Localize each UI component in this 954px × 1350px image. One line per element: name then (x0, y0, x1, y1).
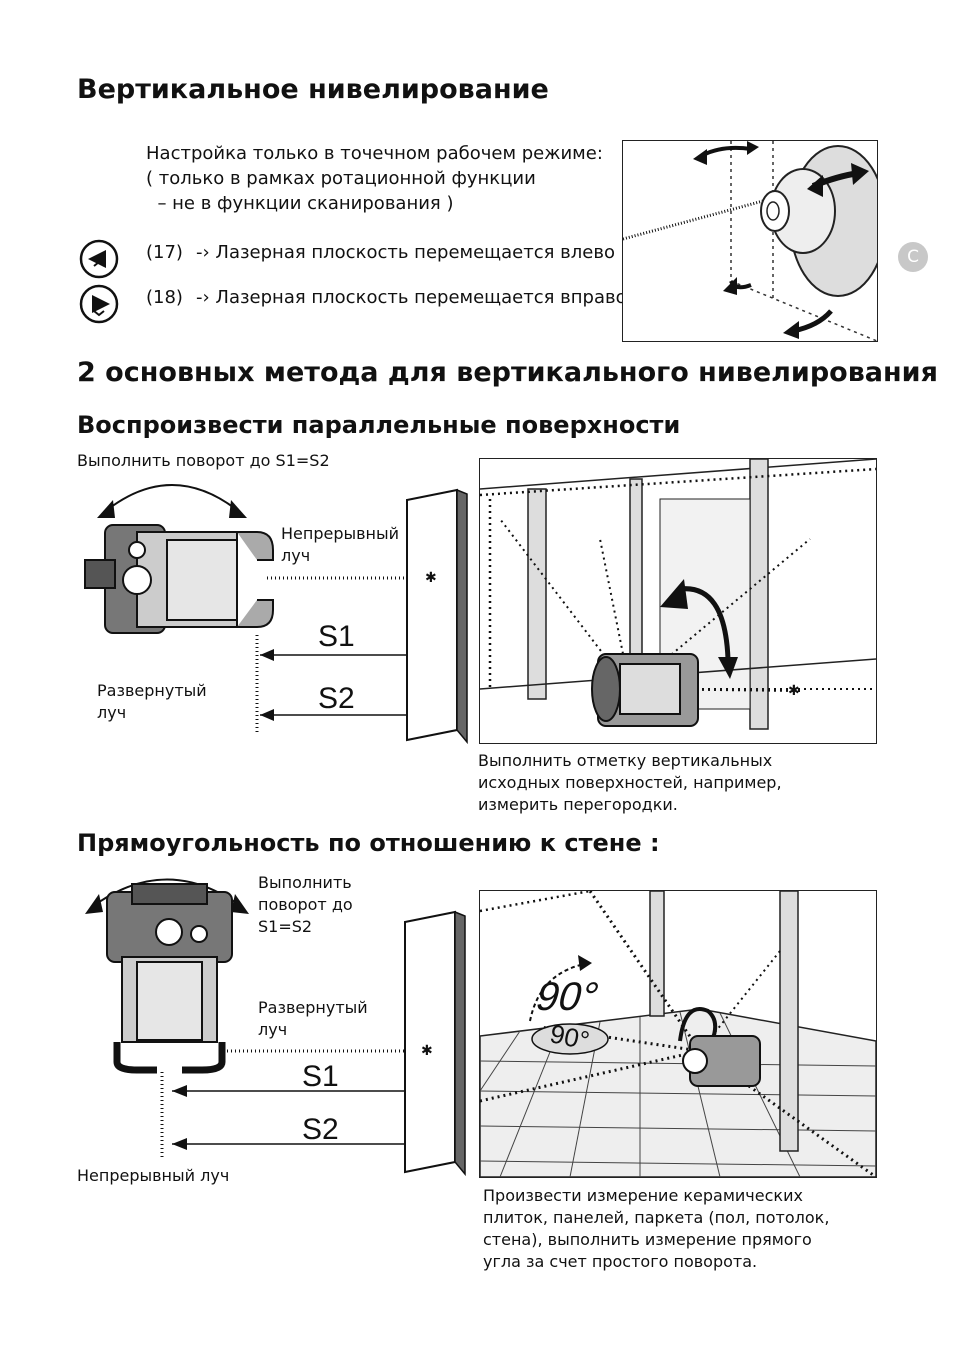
caption4-line-2: плиток, панелей, паркета (пол, потолок, (483, 1208, 830, 1227)
s1-label-4: S1 (302, 1060, 339, 1093)
s2-label-4: S2 (302, 1113, 339, 1146)
chapter-tab: C (898, 242, 928, 272)
intro-line-2: ( только в рамках ротационной функции (146, 168, 536, 189)
item-18-text: -› Лазерная плоскость перемещается вправ… (196, 287, 627, 308)
rotate-line-2: поворот до (258, 895, 353, 914)
s2-label: S2 (318, 682, 355, 715)
caption4-line-1: Произвести измерение керамических (483, 1186, 803, 1205)
tile-measuring-illustration (479, 890, 877, 1178)
intro-line-3: – не в функции сканирования ) (146, 193, 454, 214)
section-title-two-methods: 2 основных метода для вертикального ниве… (77, 357, 938, 388)
partition-measuring-illustration: ✱ (479, 458, 877, 744)
intro-line-1: Настройка только в точечном рабочем режи… (146, 143, 603, 164)
continuous-beam-label-4: Непрерывный луч (77, 1166, 230, 1185)
rotate-line-1: Выполнить (258, 873, 352, 892)
caption4-line-4: угла за счет простого поворота. (483, 1252, 758, 1271)
caption3-line-3: измерить перегородки. (478, 795, 678, 814)
rotated-beam-label-1: Развернутый (97, 681, 207, 700)
perpendicularity-diagram: ✱ (77, 862, 477, 1182)
item-17-number: (17) (146, 242, 183, 263)
rotate-line-3: S1=S2 (258, 917, 313, 936)
rotate-right-button-icon (78, 283, 120, 329)
rotate-left-button-icon (78, 238, 120, 284)
item-18-number: (18) (146, 287, 183, 308)
rotated-beam-label-4-2: луч (258, 1020, 288, 1039)
svg-text:✱: ✱ (788, 683, 800, 699)
section-title-parallel-surfaces: Воспроизвести параллельные поверхности (77, 411, 681, 439)
section-title-perpendicularity: Прямоугольность по отношению к стене : (77, 829, 660, 857)
caption3-line-1: Выполнить отметку вертикальных (478, 751, 773, 770)
continuous-beam-label-2: луч (281, 546, 311, 565)
svg-text:✱: ✱ (425, 570, 437, 586)
rotate-instruction: Выполнить поворот до S1=S2 (77, 451, 330, 470)
rotated-beam-label-2: луч (97, 703, 127, 722)
item-17-text: -› Лазерная плоскость перемещается влево (196, 242, 615, 263)
angle-label-large: 90° (531, 975, 604, 1019)
continuous-beam-label-1: Непрерывный (281, 524, 400, 543)
parallel-surfaces-diagram: ✱ (77, 470, 477, 750)
s1-label: S1 (318, 620, 355, 653)
rotation-illustration (622, 140, 878, 342)
svg-text:✱: ✱ (421, 1043, 433, 1059)
caption3-line-2: исходных поверхностей, например, (478, 773, 782, 792)
section-title-vertical-leveling: Вертикальное нивелирование (77, 74, 549, 105)
caption4-line-3: стена), выполнить измерение прямого (483, 1230, 812, 1249)
rotated-beam-label-4-1: Развернутый (258, 998, 368, 1017)
